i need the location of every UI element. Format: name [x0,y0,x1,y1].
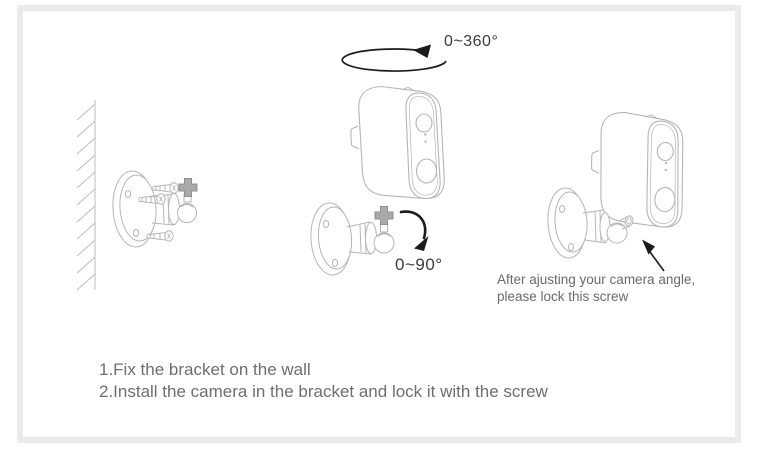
thumbscrew-icon [178,178,198,197]
camera-lens [415,113,433,133]
camera-pir-sensor [415,158,438,184]
thumbscrew-icon [374,206,394,225]
wall-hatching [76,100,96,291]
camera-illustration [350,85,445,200]
step-2: 2.Install the camera in the bracket and … [99,382,548,401]
tilt-range-label: 0~90° [395,255,443,274]
screw-note-line-1: After ajusting your camera angle, [497,272,696,287]
rotation-arrow-icon [341,44,447,72]
screw-note: After ajusting your camera angle, please… [497,271,695,305]
lock-screw-icon [618,215,634,230]
screw-pointer-arrow-icon [642,239,665,272]
bracket-illustration [310,202,395,276]
mounting-screw [152,182,179,194]
wall-bracket-illustration [112,170,198,248]
instruction-steps: 1.Fix the bracket on the wall 2.Install … [99,359,548,403]
mounting-screw [138,193,166,205]
rotation-range-label: 0~360° [444,33,499,50]
tilt-arrow-icon [399,210,429,251]
mounting-screw [146,230,174,242]
bracket-illustration-right [547,187,634,259]
step-1: 1.Fix the bracket on the wall [99,360,311,379]
screw-note-line-2: please lock this screw [497,289,629,304]
